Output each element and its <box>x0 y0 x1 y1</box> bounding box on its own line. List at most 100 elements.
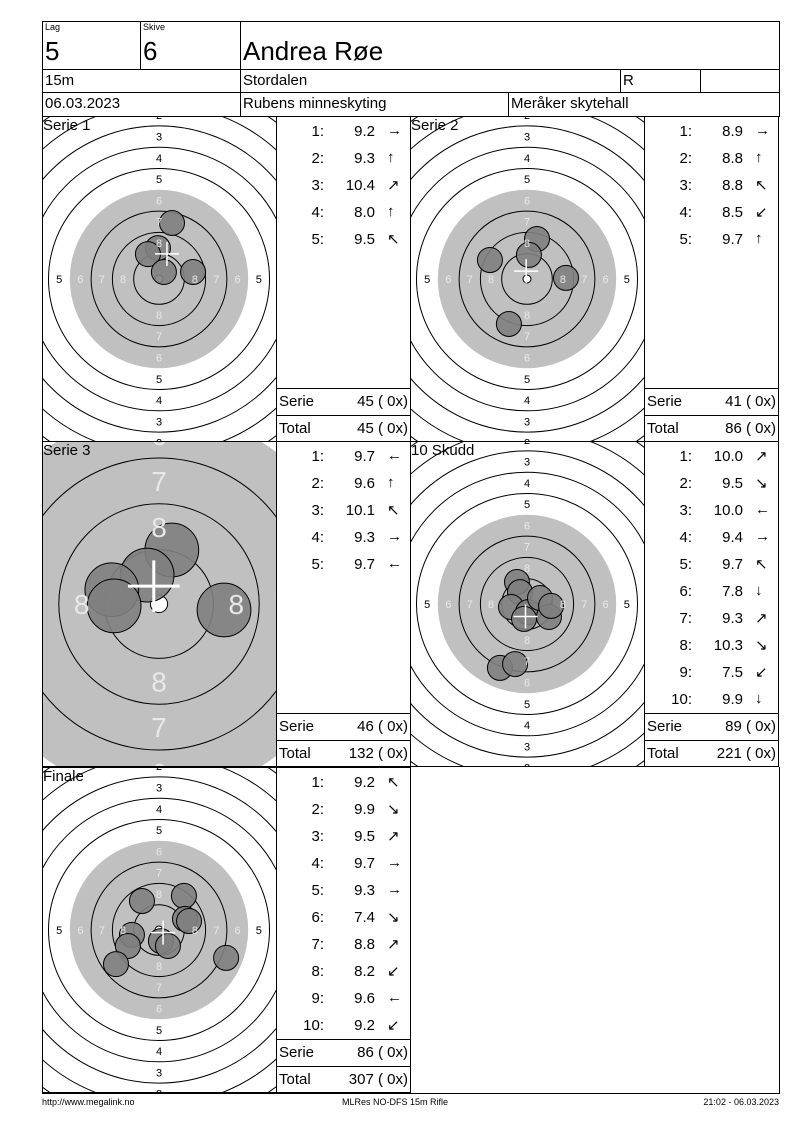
shot-number: 1: <box>311 448 324 465</box>
shot-row: 2:9.9↘ <box>277 797 410 824</box>
shot-hole <box>502 651 529 678</box>
ring-label: 7 <box>524 217 530 229</box>
ring-label: 3 <box>156 783 162 795</box>
lag-cell: Lag 5 <box>42 21 141 70</box>
ring-label: 5 <box>56 925 62 937</box>
shot-number: 3: <box>311 828 324 845</box>
shot-value: 7.8 <box>722 583 743 600</box>
shot-number: 3: <box>679 502 692 519</box>
ring-label: 3 <box>524 741 530 753</box>
direction-arrow-icon: ↓ <box>755 582 763 599</box>
ring-label: 5 <box>156 174 162 186</box>
club: Stordalen <box>243 72 308 89</box>
ring-label: 8 <box>229 589 245 620</box>
direction-arrow-icon: ↗ <box>387 177 400 194</box>
ring-label: 7 <box>524 656 530 668</box>
ring-label: 7 <box>524 542 530 554</box>
total-score: 86 ( 0x) <box>725 420 776 437</box>
group-center-cross <box>513 604 538 629</box>
shot-row: 5:9.7↖ <box>645 552 778 579</box>
ring-label: 5 <box>524 499 530 511</box>
shot-hole <box>538 592 565 619</box>
total-score: 132 ( 0x) <box>348 745 408 762</box>
target-panel: Serie 2112233445555666677778888 <box>410 116 645 442</box>
direction-arrow-icon: ↘ <box>387 909 400 926</box>
distance: 15m <box>45 72 75 89</box>
footer-url[interactable]: http://www.megalink.no <box>42 1097 135 1107</box>
shot-value: 8.8 <box>722 177 743 194</box>
ring-label: 8 <box>151 666 167 697</box>
ring-label: 5 <box>424 274 430 286</box>
ring-3 <box>43 125 276 433</box>
total-label: Total <box>647 745 679 762</box>
shot-number: 7: <box>311 936 324 953</box>
shot-value: 10.0 <box>713 502 743 519</box>
shot-number: 10: <box>671 691 692 708</box>
ring-label: 2 <box>524 438 530 441</box>
ring-label: 5 <box>156 1025 162 1037</box>
ring-7 <box>458 535 596 673</box>
shot-row: 3:9.5↗ <box>277 824 410 851</box>
direction-arrow-icon: → <box>755 528 770 545</box>
shot-value: 9.7 <box>354 448 375 465</box>
serie-label: Serie <box>647 718 683 735</box>
serie-score: 45 ( 0x) <box>357 393 408 410</box>
ring-label: 5 <box>156 825 162 837</box>
direction-arrow-icon: ↙ <box>755 204 768 221</box>
ring-7 <box>458 210 596 348</box>
shot-number: 5: <box>311 556 324 573</box>
ring-label: 7 <box>156 217 162 229</box>
direction-arrow-icon: ← <box>387 555 402 572</box>
shot-row: 6:7.4↘ <box>277 905 410 932</box>
ring-5 <box>48 819 270 1041</box>
shot-number: 8: <box>679 637 692 654</box>
shot-hole <box>196 582 252 638</box>
ring-label: 7 <box>213 925 219 937</box>
shot-row: 10:9.2↙ <box>277 1013 410 1040</box>
shot-row: 1:10.0↗ <box>645 444 778 471</box>
total-label: Total <box>279 745 311 762</box>
target-svg: 112233445555666677778888 <box>43 768 276 1092</box>
ring-label: 6 <box>445 274 451 286</box>
target-svg: 112233445555666677778888 <box>411 442 644 766</box>
ring-label: 7 <box>156 982 162 994</box>
shot-number: 7: <box>679 610 692 627</box>
target-panel: Serie 1112233445555666677778888 <box>42 116 277 442</box>
shot-value: 7.5 <box>722 664 743 681</box>
shot-hole <box>102 951 129 978</box>
shot-hole <box>495 310 522 337</box>
skive-cell: Skive 6 <box>140 21 241 70</box>
shot-value: 8.9 <box>722 123 743 140</box>
direction-arrow-icon: → <box>387 122 402 139</box>
shot-row: 8:10.3↘ <box>645 633 778 660</box>
shot-row: 5:9.7↑ <box>645 227 778 254</box>
ring-label: 7 <box>99 925 105 937</box>
direction-arrow-icon: ↗ <box>755 448 768 465</box>
shot-hole <box>114 932 141 959</box>
ring-label: 6 <box>77 274 83 286</box>
ring-label: 4 <box>156 804 162 816</box>
ring-label: 6 <box>156 1004 162 1016</box>
ring-label: 7 <box>156 331 162 343</box>
shot-number: 2: <box>311 801 324 818</box>
shot-value: 8.8 <box>354 936 375 953</box>
shot-row: 8:8.2↙ <box>277 959 410 986</box>
shot-row: 3:10.1↖ <box>277 498 410 525</box>
shot-row: 3:10.0← <box>645 498 778 525</box>
ring-8 <box>58 503 260 705</box>
shot-row: 5:9.7← <box>277 552 410 579</box>
total-label: Total <box>279 420 311 437</box>
direction-arrow-icon: ↖ <box>755 556 768 573</box>
shot-hole <box>515 241 542 268</box>
ring-label: 8 <box>156 961 162 973</box>
shot-row: 1:9.2→ <box>277 119 410 146</box>
ring-label: 4 <box>156 153 162 165</box>
shot-hole <box>552 264 579 291</box>
ring-label: 8 <box>120 274 126 286</box>
